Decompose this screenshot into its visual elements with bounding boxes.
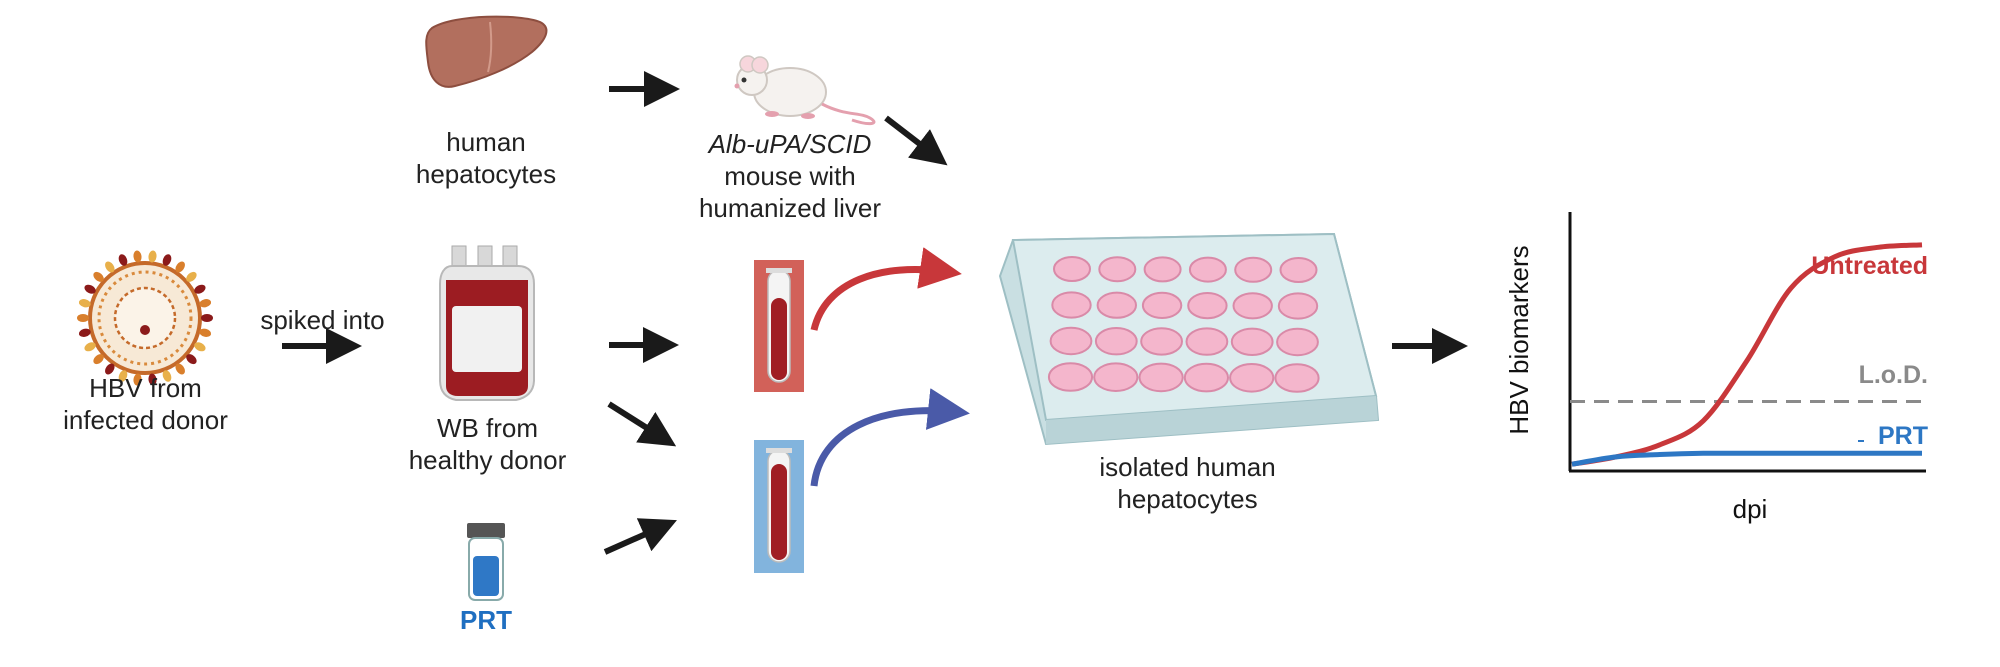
plate-well xyxy=(1096,291,1138,319)
arrow-vial-to-prt-tube xyxy=(603,518,677,555)
hepatocytes-line-1: human xyxy=(446,127,526,157)
plate-well xyxy=(1277,292,1319,320)
plate-well xyxy=(1051,291,1092,319)
hepatocytes-line-2: hepatocytes xyxy=(415,159,557,189)
plate-well xyxy=(1093,362,1139,393)
hbv-source-line-2: infected donor xyxy=(63,405,228,435)
plate-well xyxy=(1047,362,1094,392)
plate-well xyxy=(1049,326,1093,356)
plate-well xyxy=(1187,292,1228,320)
hbv-envelope-protein xyxy=(199,328,212,337)
hbv-envelope-protein xyxy=(175,261,185,273)
prt-vial-label: PRT xyxy=(460,605,512,635)
arrow-mouse-to-plate xyxy=(884,115,948,166)
hbv-envelope-protein xyxy=(194,284,206,294)
human-hepatocytes-label: human hepatocytes xyxy=(391,126,581,190)
mouse-model-label: Alb-uPA/SCID mouse with humanized liver xyxy=(670,128,910,224)
hbv-envelope-protein xyxy=(162,370,172,382)
hbv-biomarker-chart: Untreated L.o.D. PRT dpi HBV biomarkers xyxy=(1504,212,1928,524)
plate-well xyxy=(1053,256,1091,282)
arrow-wb-to-prt-tube xyxy=(607,401,677,447)
hbv-envelope-protein xyxy=(133,373,142,386)
isolated-line-1: isolated human xyxy=(1099,452,1276,482)
plate-well xyxy=(1140,327,1183,356)
hbv-envelope-protein xyxy=(148,250,157,263)
plate-well xyxy=(1230,327,1274,356)
curved-arrow-untreated xyxy=(810,247,962,331)
hbv-envelope-protein xyxy=(194,342,206,352)
plate-well xyxy=(1229,363,1275,393)
hbv-envelope-protein xyxy=(201,314,213,322)
hbv-envelope-protein xyxy=(186,354,197,365)
isolated-line-2: hepatocytes xyxy=(1117,484,1258,514)
plate-well xyxy=(1188,256,1227,283)
plate-well xyxy=(1141,291,1183,319)
hbv-envelope-protein xyxy=(162,254,172,266)
isolated-hepatocytes-label: isolated human hepatocytes xyxy=(1065,451,1310,515)
whole-blood-line-2: healthy donor xyxy=(408,445,567,475)
untreated-blood-tube-icon xyxy=(754,260,804,392)
whole-blood-label: WB from healthy donor xyxy=(385,412,590,476)
plate-well xyxy=(1143,256,1182,283)
plate-well xyxy=(1138,362,1184,393)
hbv-envelope-protein xyxy=(78,328,91,337)
hbv-envelope-protein xyxy=(199,299,212,308)
prt-vial-icon xyxy=(467,523,505,601)
hbv-envelope-protein xyxy=(118,370,128,382)
series-label-prt: PRT xyxy=(1878,422,1928,450)
hbv-envelope-protein xyxy=(78,299,91,308)
plate-well xyxy=(1232,292,1273,320)
hbv-source-line-1: HBV from xyxy=(89,373,202,403)
hbv-envelope-protein xyxy=(105,261,115,273)
hbv-envelope-protein xyxy=(186,271,197,282)
plate-well xyxy=(1276,327,1319,357)
mouse-strain-name: Alb-uPA/SCID xyxy=(708,129,872,159)
hbv-virion-icon xyxy=(77,250,213,386)
hbv-envelope-protein xyxy=(118,254,128,266)
mouse-line-2: mouse with xyxy=(724,161,856,191)
series-line-prt xyxy=(1571,450,1922,467)
plate-well xyxy=(1185,327,1229,356)
blood-bag-icon xyxy=(439,245,535,401)
hbv-envelope-protein xyxy=(105,363,115,375)
plate-well xyxy=(1234,256,1273,283)
spiked-into-label: spiked into xyxy=(260,305,385,335)
plate-well xyxy=(1094,327,1138,356)
plate-well xyxy=(1274,363,1320,393)
hbv-source-label: HBV from infected donor xyxy=(38,372,253,436)
chart-y-label: HBV biomarkers xyxy=(1504,245,1534,434)
liver-icon xyxy=(425,15,548,88)
hbv-envelope-protein xyxy=(93,271,104,282)
plate-well xyxy=(1098,256,1137,283)
hbv-envelope-protein xyxy=(84,342,96,352)
lod-label: L.o.D. xyxy=(1859,361,1928,389)
well-plate-icon xyxy=(998,232,1380,446)
mouse-icon xyxy=(734,55,876,126)
curved-arrow-prt xyxy=(810,388,970,487)
plate-well xyxy=(1279,257,1318,283)
whole-blood-line-1: WB from xyxy=(436,413,539,443)
hbv-envelope-protein xyxy=(148,373,157,386)
mouse-line-3: humanized liver xyxy=(698,193,882,223)
hbv-envelope-protein xyxy=(77,314,89,322)
hbv-envelope-protein xyxy=(133,250,142,263)
plate-well xyxy=(1183,362,1230,393)
series-label-untreated: Untreated xyxy=(1811,252,1928,280)
prt-blood-tube-icon xyxy=(754,440,804,573)
hbv-envelope-protein xyxy=(84,284,96,294)
hbv-envelope-protein xyxy=(93,354,104,365)
hbv-envelope-protein xyxy=(175,363,185,375)
chart-x-label: dpi xyxy=(1733,494,1768,524)
